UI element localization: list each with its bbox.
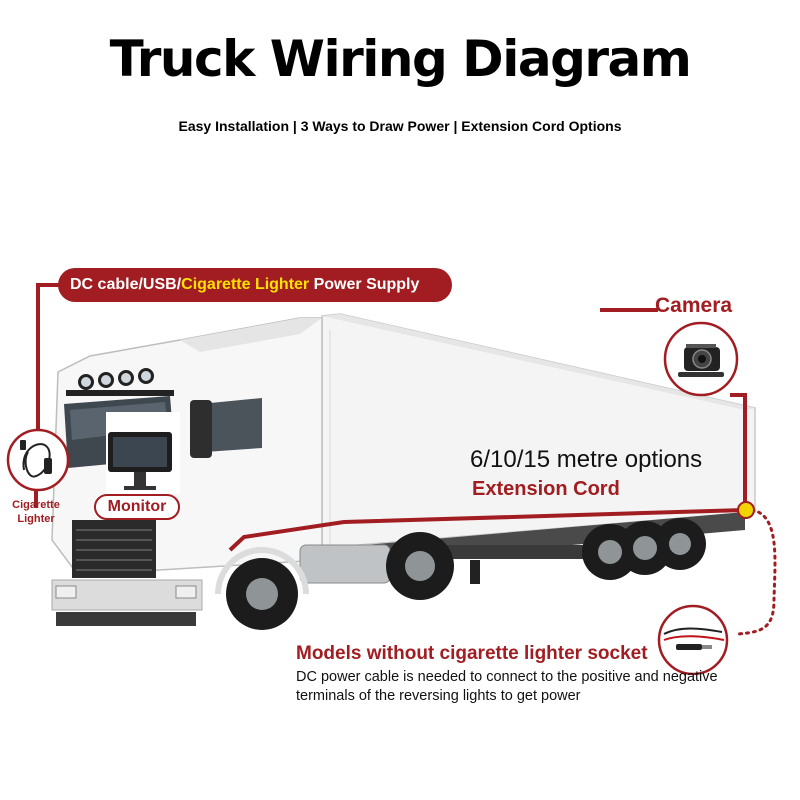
- monitor-icon: [106, 412, 180, 494]
- power-banner-highlight: Cigarette Lighter: [181, 276, 310, 293]
- dotted-connection-line: [736, 508, 777, 636]
- cigarette-lighter-cable-icon: [6, 428, 70, 492]
- extension-options-text: 6/10/15 metre options: [470, 446, 703, 473]
- cigarette-lighter-label: Cigarette Lighter: [12, 499, 60, 525]
- page-subtitle: Easy Installation | 3 Ways to Draw Power…: [178, 118, 622, 134]
- page-title: Truck Wiring Diagram: [109, 30, 692, 88]
- monitor-label: Monitor: [94, 494, 180, 520]
- models-without-socket-title: Models without cigarette lighter socket: [296, 643, 648, 664]
- power-supply-banner: DC cable/USB/Cigarette Lighter Power Sup…: [58, 268, 452, 302]
- extension-cord-label: Extension Cord: [472, 478, 620, 500]
- power-banner-suffix: Power Supply: [309, 276, 420, 293]
- connector-dot-icon: [737, 501, 755, 519]
- camera-icon: [663, 321, 739, 397]
- camera-label: Camera: [655, 294, 733, 317]
- power-banner-prefix: DC cable/USB/: [70, 276, 182, 293]
- dc-power-cable-icon: [657, 604, 729, 676]
- models-without-socket-description: DC power cable is needed to connect to t…: [296, 669, 718, 704]
